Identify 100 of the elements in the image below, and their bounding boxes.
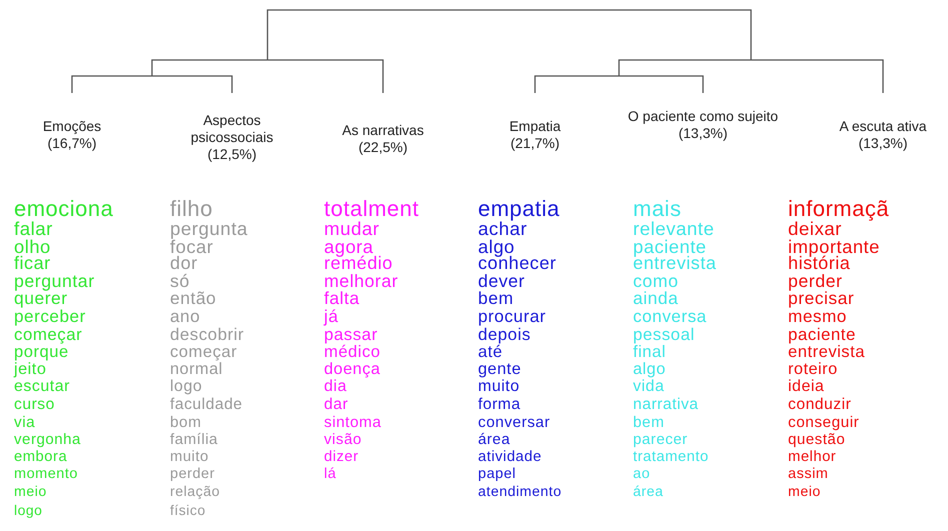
word: doença [324, 360, 380, 378]
word: depois [478, 326, 531, 344]
word: deixar [788, 220, 842, 238]
word: dever [478, 272, 525, 290]
word: pessoal [633, 326, 695, 344]
word: relevante [633, 220, 714, 238]
word: perguntar [14, 272, 95, 290]
class-name: Empatia [509, 118, 561, 135]
word: filho [170, 198, 213, 220]
word: melhorar [324, 272, 398, 290]
word: bom [170, 414, 202, 432]
class-name: O paciente como sujeito [628, 108, 778, 125]
word: área [478, 431, 510, 449]
word: totalment [324, 198, 419, 220]
word: final [633, 343, 666, 361]
word: começar [14, 326, 82, 344]
word: via [14, 414, 36, 432]
word: só [170, 272, 190, 290]
class-name: As narrativas [342, 122, 424, 139]
word: descobrir [170, 326, 244, 344]
class-percentage: (22,5%) [358, 139, 408, 156]
word: já [324, 308, 338, 326]
word: entrevista [633, 255, 716, 273]
word: focar [170, 238, 214, 256]
class-percentage: (12,5%) [207, 146, 257, 163]
word: relação [170, 484, 220, 502]
word: importante [788, 238, 880, 256]
word: bem [478, 290, 514, 308]
word: dor [170, 255, 198, 273]
word: roteiro [788, 360, 838, 378]
word: melhor [788, 448, 836, 466]
word: curso [14, 396, 55, 414]
word: faculdade [170, 396, 243, 414]
word: mais [633, 198, 682, 220]
word: falar [14, 220, 53, 238]
word: atendimento [478, 484, 562, 502]
word: entrevista [788, 343, 865, 361]
word: logo [14, 502, 42, 520]
word: informaçã [788, 198, 890, 220]
word: meio [14, 484, 47, 502]
class-percentage: (13,3%) [858, 135, 908, 152]
word: questão [788, 431, 846, 449]
word: porque [14, 343, 69, 361]
word: escutar [14, 378, 70, 396]
word: conhecer [478, 255, 556, 273]
word: conversa [633, 308, 707, 326]
word: visão [324, 431, 362, 449]
word: perceber [14, 308, 86, 326]
word: conseguir [788, 414, 860, 432]
word: conduzir [788, 396, 852, 414]
word: falta [324, 290, 360, 308]
word: querer [14, 290, 68, 308]
word: forma [478, 396, 521, 414]
word: vida [633, 378, 664, 396]
word: mudar [324, 220, 380, 238]
word: até [478, 343, 503, 361]
word: algo [478, 238, 515, 256]
class-name: Aspectos psicossociais [190, 112, 274, 146]
word: ainda [633, 290, 678, 308]
word: muito [170, 448, 209, 466]
word: dar [324, 396, 348, 414]
word: ficar [14, 255, 51, 273]
class-percentage: (16,7%) [47, 135, 97, 152]
word: perder [170, 466, 215, 484]
class-name: Emoções [42, 118, 102, 135]
word: embora [14, 448, 68, 466]
word: passar [324, 326, 378, 344]
word: história [788, 255, 850, 273]
word: paciente [788, 326, 856, 344]
word: como [633, 272, 678, 290]
word: começar [170, 343, 238, 361]
word: procurar [478, 308, 546, 326]
word: ao [633, 466, 650, 484]
word: empatia [478, 198, 560, 220]
word: gente [478, 360, 522, 378]
word: mesmo [788, 308, 847, 326]
word: sintoma [324, 414, 382, 432]
word: ano [170, 308, 200, 326]
word: momento [14, 466, 78, 484]
word: família [170, 431, 218, 449]
word: dia [324, 378, 347, 396]
class-name: A escuta ativa [839, 118, 927, 135]
word: olho [14, 238, 51, 256]
word: jeito [14, 360, 46, 378]
word: muito [478, 378, 520, 396]
word: algo [633, 360, 666, 378]
word: narrativa [633, 396, 699, 414]
word: emociona [14, 198, 114, 220]
word: achar [478, 220, 528, 238]
word: então [170, 290, 216, 308]
word: parecer [633, 431, 688, 449]
word: vergonha [14, 431, 81, 449]
word: normal [170, 360, 223, 378]
word: paciente [633, 238, 707, 256]
word: bem [633, 414, 664, 432]
word: ideia [788, 378, 824, 396]
word: papel [478, 466, 516, 484]
word: médico [324, 343, 380, 361]
word: físico [170, 502, 206, 520]
word: pergunta [170, 220, 248, 238]
